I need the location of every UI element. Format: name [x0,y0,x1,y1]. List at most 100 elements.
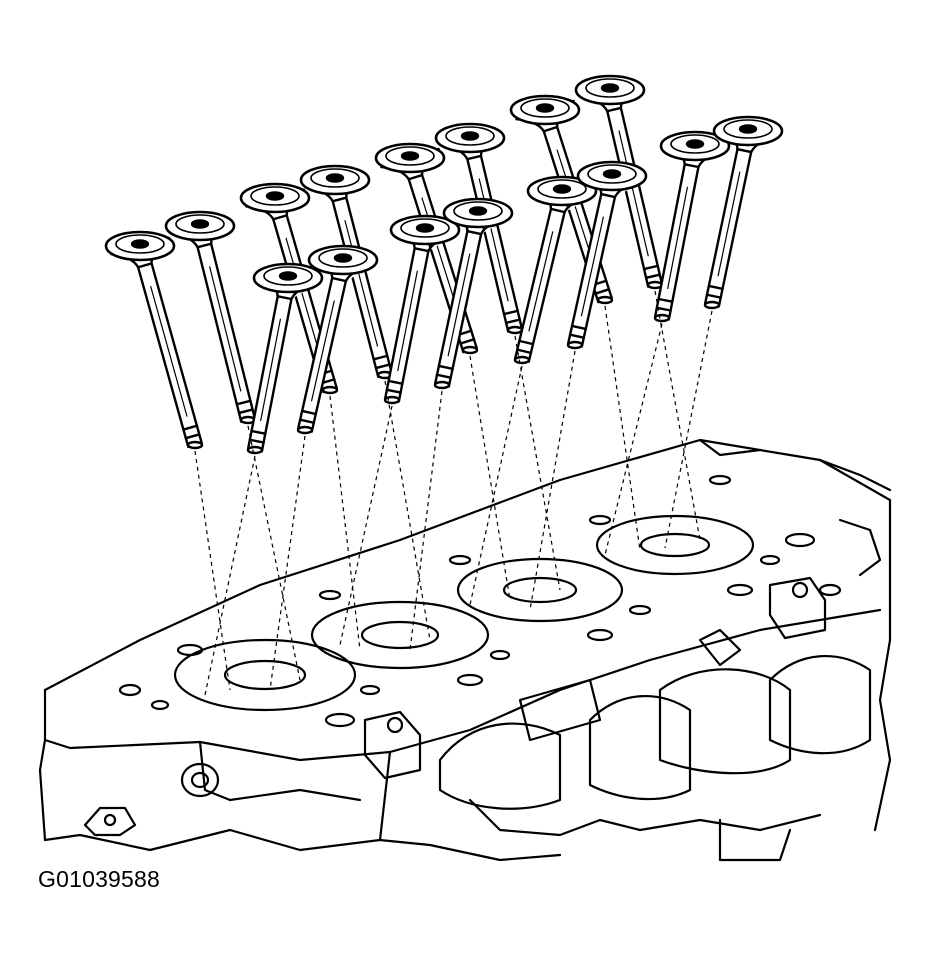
keeper-groove [182,424,199,431]
valve-tip [703,300,721,310]
keeper-groove [300,409,317,416]
valve-center [333,253,353,263]
valve-face [520,98,570,118]
valve-center [278,271,298,281]
guide-line [329,395,361,651]
valve-center [190,219,210,229]
keeper-groove [504,318,521,325]
keeper-groove [568,333,585,339]
stem-highlight [580,216,604,317]
stem-highlight [667,186,688,290]
keeper-groove [594,288,611,295]
keeper-groove [248,438,265,444]
cylinder-head [38,438,892,862]
keeper-groove [237,408,254,415]
keeper-groove [657,297,674,303]
stem-highlight [447,253,471,357]
valve-front-8 [703,115,784,310]
valve-tip [653,313,671,323]
keeper-groove [459,338,476,345]
guide-line [247,425,301,681]
guide-line [529,350,576,611]
installation-guide-lines [194,290,713,696]
valve-rear-4 [299,164,394,380]
valve-face [585,78,635,98]
keeper-groove [655,306,672,312]
keeper-groove [705,293,722,299]
stem-highlight [285,237,323,362]
valve-face [385,146,435,166]
stem-highlight [311,300,335,402]
valve-front-2 [296,244,379,435]
valve-front-7 [653,130,731,323]
keeper-groove [385,388,402,394]
valve-tip [513,355,531,365]
valve-center [602,169,622,179]
valve-face [453,201,503,221]
keeper-groove [435,373,452,379]
valve-face [400,218,450,238]
keeper-groove [502,309,519,316]
keeper-groove [570,324,587,331]
valve-tip [433,380,451,390]
valve-face [310,168,360,188]
valve-tip [383,395,401,405]
guide-line [194,450,231,691]
valve-center [552,184,572,194]
guide-line [384,380,431,641]
guide-line [654,290,701,541]
valve-center [468,206,488,216]
valve-tip [321,385,339,395]
keeper-groove [374,363,391,370]
stem-highlight [397,270,418,372]
keeper-groove [518,339,535,346]
valve-face [445,126,495,146]
keeper-groove [372,354,389,361]
valve-tip [596,295,614,305]
valve-face [723,119,773,139]
valve-tip [506,325,524,335]
valve-tip [566,340,584,350]
valve-center [130,239,150,249]
stem-highlight [150,285,188,417]
valve-center [325,173,345,183]
valve-center [738,124,758,134]
figure-id-label: G01039588 [38,866,161,892]
keeper-groove [642,264,659,271]
valve-center [415,223,435,233]
valve-face [318,248,368,268]
guide-line [409,390,443,651]
guide-line [469,365,523,606]
keeper-groove [250,429,267,435]
guide-line [204,455,256,696]
valve-center [265,191,285,201]
valve-center [535,103,555,113]
stem-highlight [717,171,741,277]
valve-tip [246,445,264,455]
valve-front-5 [513,175,598,365]
keeper-groove [707,284,724,291]
valve-tip [461,345,479,355]
valve-center [400,151,420,161]
keeper-groove [184,433,201,440]
valve-front-3 [383,214,461,405]
keeper-groove [516,348,533,355]
keeper-groove [387,379,404,385]
stem-highlight [528,231,554,332]
valve-front-4 [433,197,514,390]
valve-face [175,214,225,234]
guide-line [664,310,713,549]
stem-highlight [478,178,509,302]
keeper-groove [298,418,316,424]
valve-tip [296,425,314,435]
keeper-groove [644,273,661,280]
guide-line [469,355,511,601]
valve-face [115,234,165,254]
valve-face [537,179,587,199]
valve-center [460,131,480,141]
keeper-groove [437,364,454,371]
valve-rear-1 [104,230,204,450]
valve-tip [186,440,204,450]
